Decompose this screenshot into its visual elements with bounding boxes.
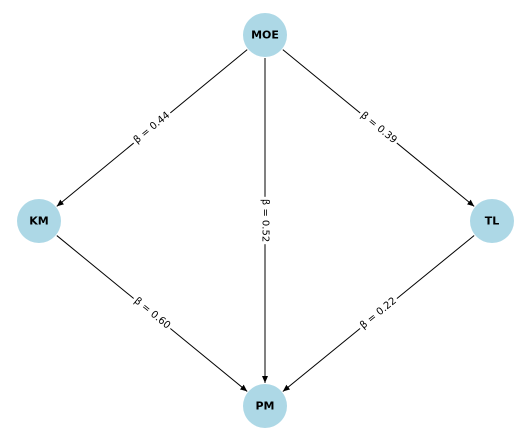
- edge-label-text: β = 0.52: [260, 199, 271, 242]
- node-km: KM: [17, 199, 61, 243]
- node-km-label: KM: [29, 215, 48, 228]
- edge-label-text: β = 0.22: [358, 296, 399, 332]
- edge-label-moe-tl: β = 0.39: [356, 108, 401, 148]
- node-pm-circle: [243, 384, 287, 428]
- nodes: MOE KM TL PM: [17, 13, 514, 428]
- edge-label-text: β = 0.44: [132, 110, 172, 146]
- edge-label-background: [259, 196, 271, 245]
- node-moe-label: MOE: [251, 29, 279, 42]
- edge-km-pm: β = 0.60: [56, 235, 248, 392]
- edge-label-background: [129, 108, 175, 148]
- edge-label-text: β = 0.60: [132, 296, 173, 332]
- edge-moe-tl: β = 0.39: [282, 49, 475, 207]
- edge-label-moe-km: β = 0.44: [129, 108, 175, 148]
- node-tl-circle: [470, 199, 514, 243]
- edge-label-km-pm: β = 0.60: [129, 293, 175, 334]
- node-moe-circle: [243, 13, 287, 57]
- edge-label-moe-pm: β = 0.52: [259, 196, 271, 245]
- edge-label-background: [356, 108, 401, 148]
- edge-label-text: β = 0.39: [358, 110, 399, 146]
- node-moe: MOE: [243, 13, 287, 57]
- node-pm-label: PM: [255, 400, 274, 413]
- node-km-circle: [17, 199, 61, 243]
- edge-label-tl-pm: β = 0.22: [356, 293, 401, 334]
- edge-moe-pm: β = 0.52: [259, 58, 271, 383]
- node-tl-label: TL: [485, 215, 500, 228]
- edge-label-background: [129, 293, 175, 334]
- edge-moe-km: β = 0.44: [56, 49, 248, 207]
- edge-label-background: [356, 293, 401, 334]
- edge-tl-pm: β = 0.22: [282, 235, 475, 392]
- node-pm: PM: [243, 384, 287, 428]
- edges: β = 0.44 β = 0.52 β = 0.39 β = 0.60: [56, 49, 475, 392]
- node-tl: TL: [470, 199, 514, 243]
